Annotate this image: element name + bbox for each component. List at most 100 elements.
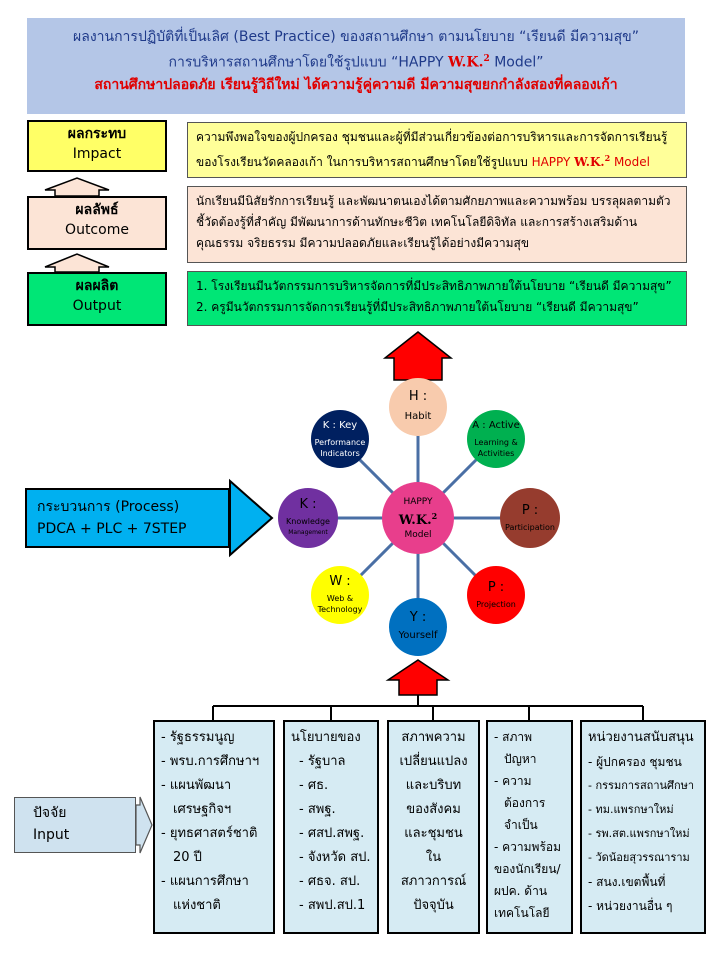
circle-p-projection: P : Projection bbox=[467, 566, 525, 624]
circle-k1-desc-2: Management bbox=[288, 529, 328, 536]
output-label-eng: Output bbox=[72, 298, 122, 314]
input-col2-item: - ศสป.สพฐ. bbox=[299, 826, 365, 841]
input-col3-item: สภาพความ bbox=[401, 730, 466, 745]
circle-k-knowledge: K : Knowledge Management bbox=[278, 488, 338, 548]
input-column-1: - รัฐธรรมนูญ - พรบ.การศึกษาฯ - แผนพัฒนา … bbox=[153, 720, 275, 934]
arrow-outcome-to-impact bbox=[44, 177, 110, 197]
input-col1-item: 20 ปี bbox=[173, 850, 202, 865]
header-line-2: การบริหารสถานศึกษาโดยใช้รูปแบบ “HAPPY W.… bbox=[27, 48, 685, 74]
input-col3-item: สภาวการณ์ bbox=[400, 874, 467, 889]
circle-p2-letter: P : bbox=[487, 579, 505, 595]
circle-h-letter: H : bbox=[408, 389, 428, 404]
input-column-4: - สภาพ ปัญหา - ความ ต้องการ จำเป็น - ควา… bbox=[486, 720, 573, 934]
circle-k2-desc-2: Indicators bbox=[320, 449, 360, 458]
input-column-5: หน่วยงานสนับสนุน - ผู้ปกครอง ชุมชน - กรร… bbox=[580, 720, 706, 934]
input-col3-item: และชุมชน bbox=[404, 826, 463, 841]
input-col3-item: ปัจจุบัน bbox=[413, 898, 454, 913]
input-col2-item: - สพฐ. bbox=[299, 802, 336, 817]
input-col4-item: จำเป็น bbox=[504, 818, 538, 832]
input-col5-item: - ทม.แพรกษาใหม่ bbox=[588, 803, 674, 816]
circle-a-desc-2: Activities bbox=[477, 449, 515, 458]
process-line-1: กระบวนการ (Process) bbox=[37, 499, 180, 515]
circle-p2-desc: Projection bbox=[476, 599, 516, 609]
circle-k2-desc-1: Performance bbox=[314, 438, 366, 447]
impact-model: Model bbox=[610, 155, 650, 169]
hub-sup: 2 bbox=[431, 510, 438, 521]
header-line-2-pre: การบริหารสถานศึกษาโดยใช้รูปแบบ “HAPPY bbox=[168, 54, 449, 71]
input-col4-item: เทคโนโลยี bbox=[494, 906, 550, 920]
circle-w-desc-2: Technology bbox=[317, 605, 363, 614]
output-label-thai: ผลผลิต bbox=[75, 278, 119, 294]
circle-h-desc: Habit bbox=[404, 411, 432, 422]
input-label-eng: Input bbox=[33, 827, 70, 843]
input-col2-item: นโยบายของ bbox=[291, 730, 361, 745]
input-label-thai: ปัจจัย bbox=[33, 805, 67, 821]
outcome-text: นักเรียนมีนิสัยรักการเรียนรู้ และพัฒนาตน… bbox=[196, 194, 671, 250]
output-item-1: 1. โรงเรียนมีนวัตกรรมการบริหารจัดการที่ม… bbox=[196, 279, 672, 293]
circle-w-letter: W : bbox=[329, 574, 351, 589]
output-label: ผลผลิต Output bbox=[27, 272, 167, 326]
arrow-output-to-outcome bbox=[44, 253, 110, 273]
header-line-3: สถานศึกษาปลอดภัย เรียนรู้วิถีใหม่ ได้ควา… bbox=[94, 76, 618, 93]
input-col3-item: และบริบท bbox=[405, 778, 462, 793]
circle-p-participation: P : Participation bbox=[500, 488, 560, 548]
input-col5-item: - รพ.สต.แพรกษาใหม่ bbox=[588, 827, 690, 840]
hub-happy-wk-model: HAPPY W.K.2 Model bbox=[382, 482, 454, 554]
input-col2-item: - ศธ. bbox=[299, 778, 329, 793]
hub-wk-line: W.K.2 bbox=[399, 509, 438, 528]
input-col5-item: หน่วยงานสนับสนุน bbox=[588, 730, 694, 745]
circle-w-desc-1: Web & bbox=[326, 594, 354, 603]
input-col2-item: - รัฐบาล bbox=[299, 754, 346, 769]
outcome-box: นักเรียนมีนิสัยรักการเรียนรู้ และพัฒนาตน… bbox=[187, 186, 687, 263]
circle-p1-desc: Participation bbox=[505, 522, 555, 532]
input-col2-item: - สพป.สป.1 bbox=[299, 898, 366, 913]
input-col4-item: - สภาพ bbox=[494, 730, 533, 744]
input-column-3: สภาพความ เปลี่ยนแปลง และบริบท ของสังคม แ… bbox=[387, 720, 480, 934]
circle-k2-letter: K : Key bbox=[322, 420, 358, 431]
input-col2-item: - ศธจ. สป. bbox=[299, 874, 361, 889]
input-col5-item: - กรรมการสถานศึกษา bbox=[588, 779, 695, 792]
impact-label-thai: ผลกระทบ bbox=[67, 126, 127, 142]
hub-wk: W.K. bbox=[398, 512, 432, 528]
output-item-2: 2. ครูมีนวัตกรรมการจัดการเรียนรู้ที่มีปร… bbox=[196, 300, 639, 314]
circle-p1-letter: P : bbox=[521, 502, 539, 518]
output-box: 1. โรงเรียนมีนวัตกรรมการบริหารจัดการที่ม… bbox=[187, 271, 687, 326]
input-col4-item: ต้องการ bbox=[504, 796, 546, 810]
hub-top: HAPPY bbox=[403, 496, 433, 507]
header-line-1: ผลงานการปฏิบัติที่เป็นเลิศ (Best Practic… bbox=[73, 29, 639, 45]
outcome-label-thai: ผลลัพธ์ bbox=[75, 202, 119, 218]
circle-a-active-learning: A : Active Learning & Activities bbox=[467, 410, 525, 468]
impact-sup: 2 bbox=[604, 153, 611, 163]
input-col1-item: - รัฐธรรมนูญ bbox=[161, 730, 235, 745]
input-col4-item: ปัญหา bbox=[504, 752, 537, 766]
header-sup: 2 bbox=[483, 54, 490, 64]
input-col3-item: ของสังคม bbox=[406, 802, 461, 817]
input-col5-item: - ผู้ปกครอง ชุมชน bbox=[588, 755, 682, 769]
circle-h-habit: H : Habit bbox=[389, 378, 447, 436]
outcome-label-eng: Outcome bbox=[65, 222, 129, 238]
header-line-2-post: Model” bbox=[489, 54, 544, 71]
arrow-input-to-model bbox=[385, 659, 451, 696]
circle-k1-letter: K : bbox=[299, 497, 317, 512]
header-wk: W.K. bbox=[448, 54, 484, 71]
input-col4-item: - ความพร้อม bbox=[494, 840, 562, 854]
input-col5-item: - สนง.เขตพื้นที่ bbox=[588, 875, 666, 889]
input-col4-item: ผปค. ด้าน bbox=[494, 884, 548, 898]
impact-label: ผลกระทบ Impact bbox=[27, 120, 167, 172]
circle-y-letter: Y : bbox=[409, 610, 427, 625]
impact-wk: W.K. bbox=[574, 155, 605, 169]
input-col2-item: - จังหวัด สป. bbox=[299, 850, 371, 865]
impact-box: ความพึงพอใจของผู้ปกครอง ชุมชนและผู้ที่มี… bbox=[187, 122, 687, 178]
impact-label-eng: Impact bbox=[72, 146, 122, 162]
circle-k1-desc: Knowledge bbox=[286, 517, 330, 526]
process-box: กระบวนการ (Process) PDCA + PLC + 7STEP bbox=[25, 488, 230, 548]
circle-w-web-technology: W : Web & Technology bbox=[311, 566, 369, 624]
input-label-arrow bbox=[135, 796, 153, 854]
process-arrow bbox=[229, 478, 274, 558]
input-col4-item: - ความ bbox=[494, 774, 532, 788]
outcome-label: ผลลัพธ์ Outcome bbox=[27, 196, 167, 250]
arrow-model-to-output bbox=[382, 331, 454, 381]
input-col5-item: - หน่วยงานอื่น ๆ bbox=[588, 899, 673, 913]
input-col1-item: - แผนพัฒนา bbox=[161, 778, 232, 793]
input-col1-item: เศรษฐกิจฯ bbox=[173, 802, 232, 817]
